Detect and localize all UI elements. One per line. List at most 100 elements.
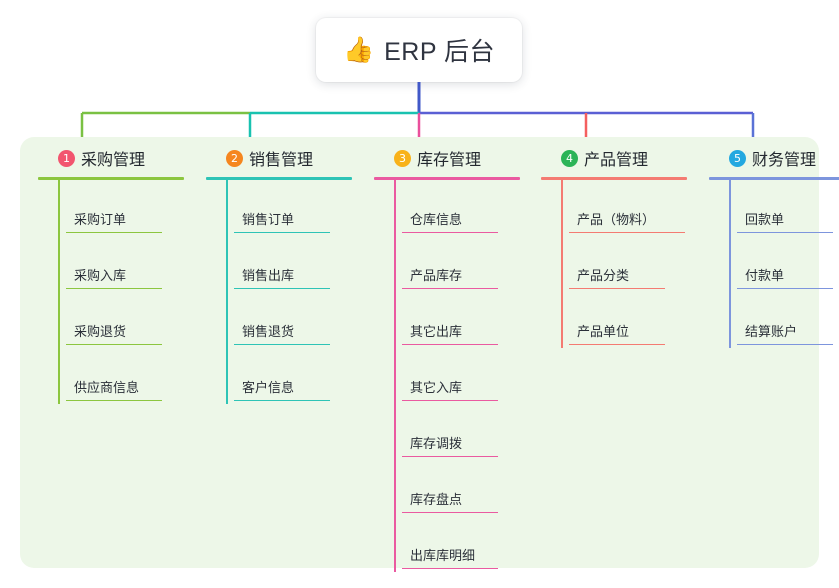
leaf-item[interactable]: 采购订单	[66, 180, 190, 236]
leaf-item[interactable]: 客户信息	[234, 348, 358, 404]
leaf-label: 销售退货	[242, 323, 295, 339]
branch-badge-4: 4	[561, 149, 578, 167]
leaf-item[interactable]: 采购退货	[66, 292, 190, 348]
branch-spine-1	[58, 180, 60, 404]
thumbs-up-icon: 👍	[342, 35, 375, 64]
leaf-rule	[569, 343, 665, 345]
leaf-rule	[66, 231, 162, 233]
branch-badge-5: 5	[729, 149, 746, 167]
branch-badge-3: 3	[394, 149, 411, 167]
branch-spine-2	[226, 180, 228, 404]
branch-items-5: 回款单 付款单 结算账户	[709, 180, 839, 348]
leaf-label: 其它出库	[410, 323, 463, 339]
branch-header-5[interactable]: 5 财务管理	[709, 145, 839, 171]
branch-spine-5	[729, 180, 731, 348]
leaf-item[interactable]: 库存盘点	[402, 460, 526, 516]
leaf-label: 产品（物料）	[577, 211, 656, 227]
leaf-rule	[66, 287, 162, 289]
leaf-rule	[234, 343, 330, 345]
branch-title-2: 销售管理	[249, 152, 314, 169]
leaf-item[interactable]: 产品库存	[402, 236, 526, 292]
leaf-item[interactable]: 付款单	[737, 236, 839, 292]
leaf-rule	[234, 287, 330, 289]
leaf-rule	[234, 399, 330, 401]
leaf-label: 采购退货	[74, 323, 127, 339]
leaf-rule	[234, 231, 330, 233]
leaf-rule	[402, 455, 498, 457]
leaf-item[interactable]: 产品分类	[569, 236, 693, 292]
branch-header-2[interactable]: 2 销售管理	[206, 145, 358, 171]
leaf-label: 仓库信息	[410, 211, 463, 227]
leaf-rule	[402, 231, 498, 233]
branch-title-4: 产品管理	[584, 152, 649, 169]
leaf-label: 其它入库	[410, 379, 463, 395]
leaf-item[interactable]: 产品单位	[569, 292, 693, 348]
leaf-label: 采购入库	[74, 267, 127, 283]
branch-badge-2: 2	[226, 149, 243, 167]
diagram-panel: 1 采购管理 采购订单 采购入库 采购退货 供应商信息	[20, 137, 839, 572]
leaf-item[interactable]: 其它出库	[402, 292, 526, 348]
leaf-rule	[402, 287, 498, 289]
leaf-label: 销售出库	[242, 267, 295, 283]
branch-column-4[interactable]: 4 产品管理 产品（物料） 产品分类 产品单位	[541, 145, 693, 348]
branch-spine-3	[394, 180, 396, 572]
leaf-item[interactable]: 仓库信息	[402, 180, 526, 236]
leaf-label: 客户信息	[242, 379, 295, 395]
leaf-item[interactable]: 结算账户	[737, 292, 839, 348]
leaf-rule	[737, 231, 833, 233]
leaf-rule	[569, 287, 665, 289]
leaf-item[interactable]: 销售出库	[234, 236, 358, 292]
leaf-rule	[737, 343, 833, 345]
branch-title-5: 财务管理	[752, 152, 817, 169]
branch-items-2: 销售订单 销售出库 销售退货 客户信息	[206, 180, 358, 404]
leaf-rule	[402, 343, 498, 345]
leaf-label: 采购订单	[74, 211, 127, 227]
leaf-label: 付款单	[745, 267, 785, 283]
leaf-label: 库存调拨	[410, 435, 463, 451]
leaf-item[interactable]: 采购入库	[66, 236, 190, 292]
leaf-label: 销售订单	[242, 211, 295, 227]
branch-rule-3	[374, 177, 520, 180]
leaf-label: 回款单	[745, 211, 785, 227]
leaf-rule	[569, 231, 685, 233]
leaf-rule	[402, 511, 498, 513]
branch-spine-4	[561, 180, 563, 348]
branch-rule-4	[541, 177, 687, 180]
leaf-rule	[737, 287, 833, 289]
leaf-item[interactable]: 回款单	[737, 180, 839, 236]
branch-rule-2	[206, 177, 352, 180]
branch-items-1: 采购订单 采购入库 采购退货 供应商信息	[38, 180, 190, 404]
branch-column-2[interactable]: 2 销售管理 销售订单 销售出库 销售退货 客户信息	[206, 145, 358, 404]
branch-header-1[interactable]: 1 采购管理	[38, 145, 190, 171]
branch-rule-5	[709, 177, 839, 180]
leaf-label: 库存盘点	[410, 491, 463, 507]
leaf-item[interactable]: 库存调拨	[402, 404, 526, 460]
leaf-item[interactable]: 产品（物料）	[569, 180, 693, 236]
root-node[interactable]: 👍 ERP 后台	[316, 18, 522, 82]
leaf-label: 产品单位	[577, 323, 630, 339]
leaf-rule	[402, 567, 498, 569]
branch-column-5[interactable]: 5 财务管理 回款单 付款单 结算账户	[709, 145, 839, 348]
branch-rule-1	[38, 177, 184, 180]
root-node-title: ERP 后台	[384, 38, 496, 66]
leaf-label: 产品库存	[410, 267, 463, 283]
leaf-item[interactable]: 销售退货	[234, 292, 358, 348]
leaf-label: 供应商信息	[74, 379, 140, 395]
leaf-item[interactable]: 出库库明细	[402, 516, 526, 572]
leaf-label: 产品分类	[577, 267, 630, 283]
branch-title-3: 库存管理	[417, 152, 482, 169]
branch-items-3: 仓库信息 产品库存 其它出库 其它入库 库存调拨 库存盘点	[374, 180, 526, 572]
leaf-rule	[402, 399, 498, 401]
branch-header-3[interactable]: 3 库存管理	[374, 145, 526, 171]
leaf-item[interactable]: 销售订单	[234, 180, 358, 236]
leaf-label: 结算账户	[745, 323, 798, 339]
leaf-item[interactable]: 其它入库	[402, 348, 526, 404]
branch-column-1[interactable]: 1 采购管理 采购订单 采购入库 采购退货 供应商信息	[38, 145, 190, 404]
branch-title-1: 采购管理	[81, 152, 146, 169]
branch-header-4[interactable]: 4 产品管理	[541, 145, 693, 171]
leaf-label: 出库库明细	[410, 547, 476, 563]
branch-column-3[interactable]: 3 库存管理 仓库信息 产品库存 其它出库 其它入库 库存调拨	[374, 145, 526, 572]
leaf-rule	[66, 399, 162, 401]
leaf-rule	[66, 343, 162, 345]
leaf-item[interactable]: 供应商信息	[66, 348, 190, 404]
